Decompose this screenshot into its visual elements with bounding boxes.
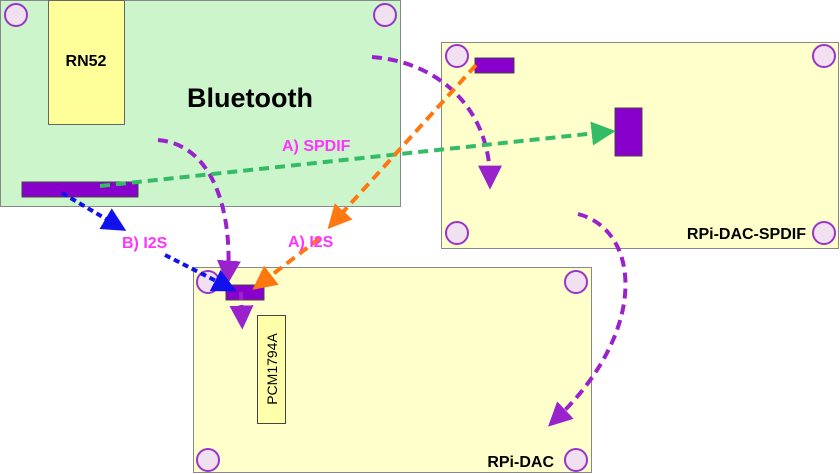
mounting-hole-icon bbox=[812, 44, 836, 68]
i2s-a-link-to-dac bbox=[252, 236, 322, 290]
mounting-hole-icon bbox=[196, 448, 220, 472]
spdif-link-arrow bbox=[99, 121, 616, 188]
rn52-module bbox=[48, 0, 125, 125]
connection-arrows bbox=[60, 55, 628, 427]
spdif-board-title: RPi-DAC-SPDIF bbox=[687, 226, 806, 243]
pcm1794a-chip bbox=[257, 315, 286, 424]
mounting-hole-icon bbox=[373, 3, 397, 27]
stack-arrow-bluetooth-to-dac bbox=[157, 138, 241, 285]
i2s-a-link-to-bluetooth bbox=[327, 63, 478, 230]
mounting-hole-icon bbox=[445, 44, 469, 68]
stack-arrow-spdif-to-dac bbox=[548, 212, 628, 427]
connection-labels: A) SPDIF A) I2S B) I2S bbox=[122, 138, 351, 252]
mounting-hole-icon bbox=[564, 448, 588, 472]
bluetooth-board-title: Bluetooth bbox=[187, 83, 313, 113]
stack-arrow-bluetooth-to-spdif bbox=[371, 55, 502, 190]
spdif-link-label: A) SPDIF bbox=[282, 138, 351, 155]
spdif-input-connector bbox=[614, 107, 643, 157]
dac-connector-to-chip-arrow bbox=[229, 291, 254, 330]
mounting-hole-icon bbox=[564, 270, 588, 294]
mounting-hole-icon bbox=[4, 3, 28, 27]
dac-board: PCM1794A RPi-DAC bbox=[193, 267, 592, 473]
i2s-a-link-label: A) I2S bbox=[288, 234, 334, 251]
i2s-b-link-label: B) I2S bbox=[122, 235, 168, 252]
dac-board-title: RPi-DAC bbox=[487, 454, 554, 471]
pcm1794a-chip-label: PCM1794A bbox=[264, 333, 280, 405]
i2s-b-link-segment-2 bbox=[164, 253, 237, 292]
spdif-gpio-connector bbox=[474, 57, 515, 74]
mounting-hole-icon bbox=[812, 221, 836, 245]
dac-input-connector bbox=[225, 284, 265, 301]
i2s-b-link-segment-1 bbox=[60, 191, 127, 231]
rn52-module-label: RN52 bbox=[66, 53, 107, 70]
bluetooth-board: RN52 Bluetooth bbox=[0, 0, 401, 207]
spdif-board: RPi-DAC-SPDIF bbox=[441, 42, 839, 249]
mounting-hole-icon bbox=[445, 221, 469, 245]
